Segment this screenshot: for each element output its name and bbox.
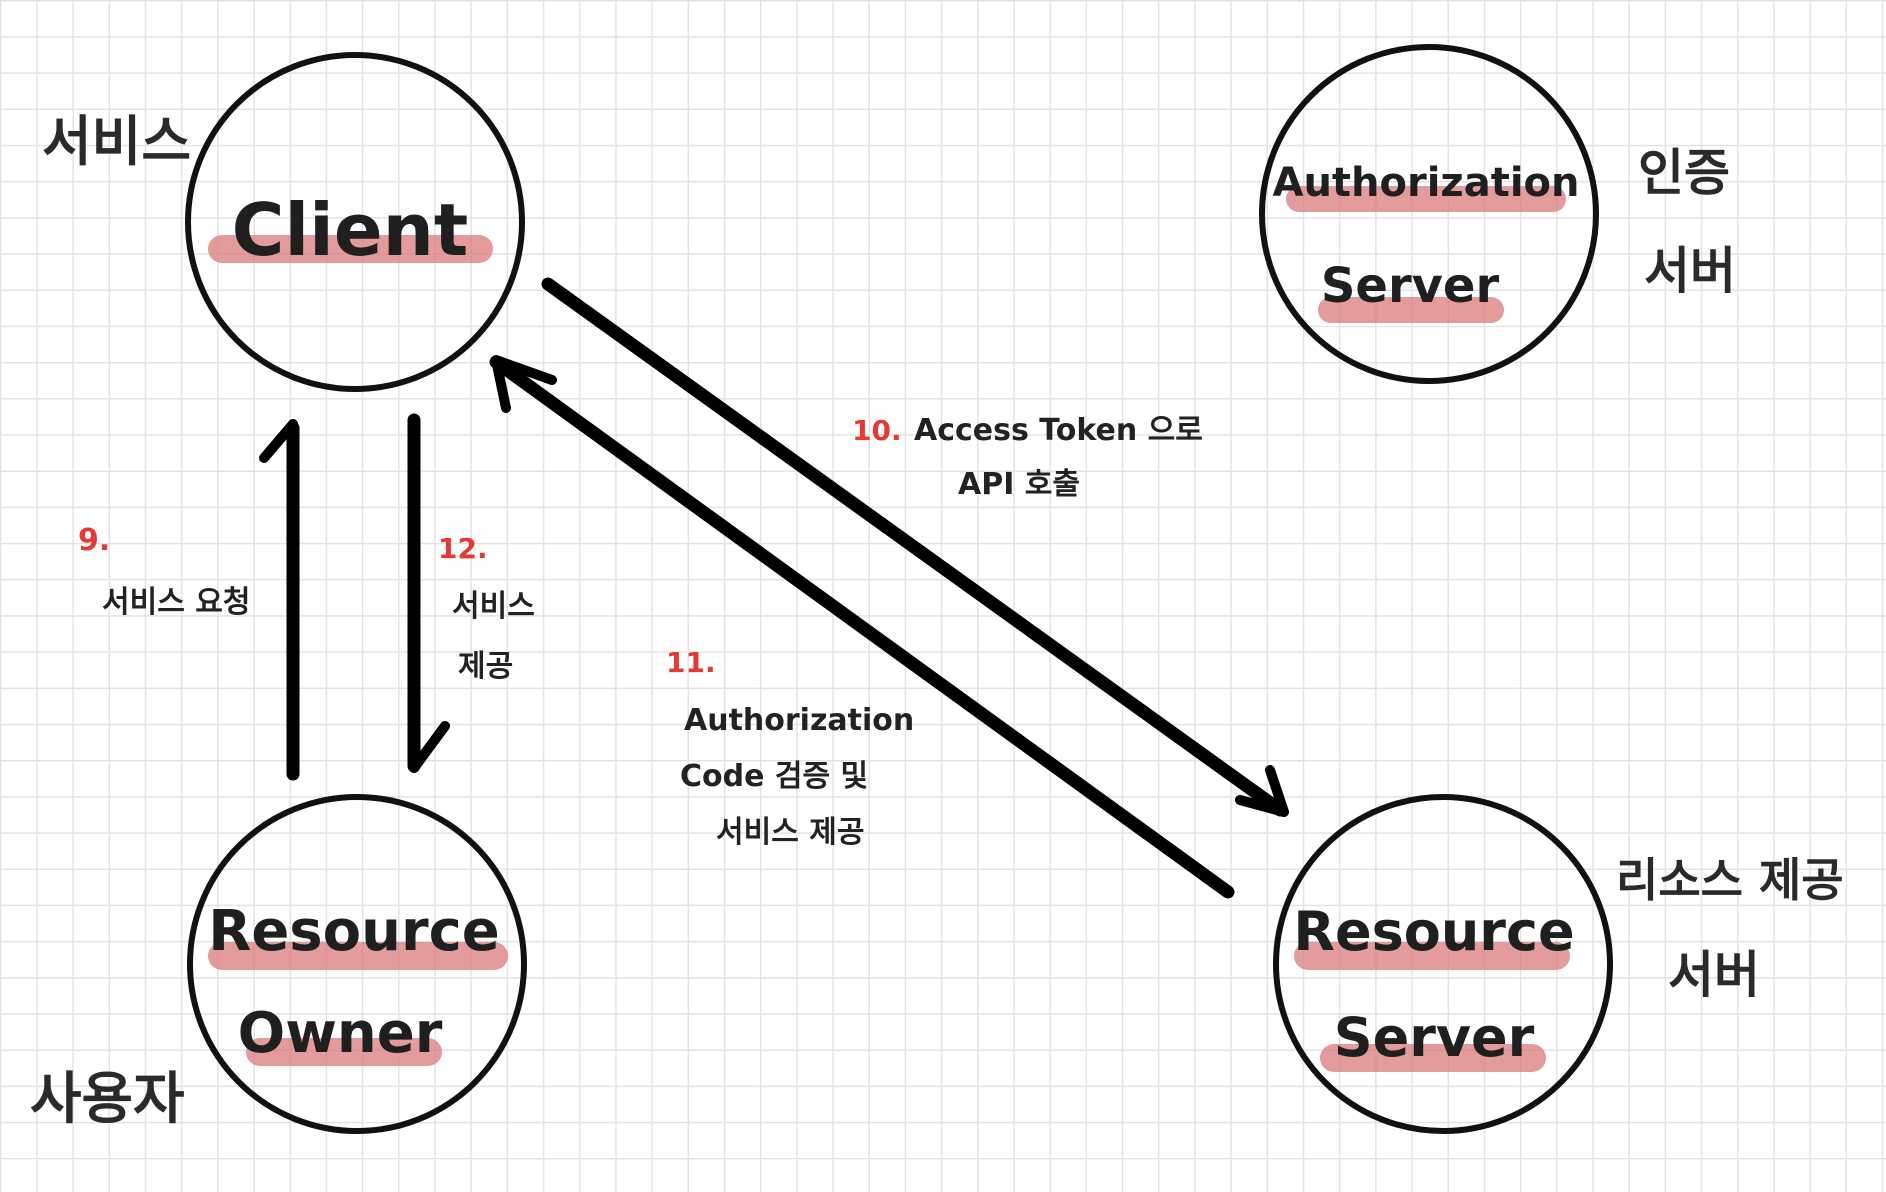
arrow-9-head [259, 419, 298, 463]
resource-server-label-line1: Resource [1293, 900, 1574, 963]
authorization-server-node: Authorization Server [1259, 44, 1599, 384]
arrow-10-head [1235, 765, 1289, 817]
step-10-text-line1: Access Token 으로 [914, 413, 1203, 448]
authorization-server-label-line2: Server [1321, 258, 1500, 314]
arrow-10-line [541, 277, 1287, 817]
authorization-server-label-line1: Authorization [1272, 160, 1579, 206]
arrow-api-call [541, 277, 1289, 817]
resource-server-label-line2: Server [1334, 1006, 1535, 1069]
step-12-text-line2: 제공 [458, 649, 513, 684]
resource-owner-label-line1: Resource [208, 899, 500, 964]
resource-server-side-label-2: 서버 [1668, 946, 1760, 1004]
step-12-number: 12. [438, 532, 488, 565]
resource-owner-label-line2: Owner [238, 1001, 443, 1066]
client-label: Client [232, 188, 469, 272]
arrow-service-request [259, 419, 300, 781]
arrow-12-head [409, 721, 450, 773]
arrow-11-head [491, 355, 557, 413]
step-12-text-line1: 서비스 [452, 589, 535, 624]
step-11-text-line3: 서비스 제공 [716, 815, 864, 850]
step-11-number: 11. [666, 646, 716, 679]
step-11-text-line1: Authorization [684, 703, 914, 738]
step-10-text-line2: API 호출 [958, 467, 1080, 502]
step-10-number: 10. [852, 414, 902, 447]
authorization-server-side-label-1: 인증 [1638, 144, 1730, 202]
resource-server-node: Resource Server [1273, 794, 1613, 1134]
authorization-server-side-label-2: 서버 [1644, 242, 1736, 300]
resource-server-highlight-1 [1294, 942, 1570, 970]
client-highlight [208, 235, 493, 263]
step-9-number: 9. [78, 523, 110, 558]
resource-server-circle [1273, 794, 1613, 1134]
step-11-text-line2: Code 검증 및 [680, 759, 868, 794]
arrow-code-verify [489, 355, 1235, 899]
authorization-server-highlight-1 [1286, 186, 1566, 212]
resource-owner-highlight-2 [246, 1038, 442, 1066]
resource-owner-side-label: 사용자 [30, 1067, 185, 1132]
resource-owner-highlight-1 [208, 942, 508, 970]
step-12-label: 12. 서비스 제공 [438, 532, 535, 684]
authorization-server-highlight-2 [1318, 297, 1504, 323]
resource-owner-circle [187, 794, 527, 1134]
step-11-label: 11. Authorization Code 검증 및 서비스 제공 [666, 646, 914, 850]
arrow-11-line [489, 355, 1235, 899]
step-10-label: 10. Access Token 으로 API 호출 [852, 413, 1203, 502]
client-circle [185, 52, 525, 392]
authorization-server-circle [1259, 44, 1599, 384]
resource-server-highlight-2 [1320, 1044, 1546, 1072]
client-node: Client [185, 52, 525, 392]
step-9-label: 9. 서비스 요청 [78, 523, 250, 620]
resource-server-side-label-1: 리소스 제공 [1616, 853, 1844, 907]
arrow-service-provide [407, 413, 450, 773]
step-9-text: 서비스 요청 [102, 585, 250, 620]
client-side-label: 서비스 [42, 110, 191, 173]
resource-owner-node: Resource Owner [187, 794, 527, 1134]
